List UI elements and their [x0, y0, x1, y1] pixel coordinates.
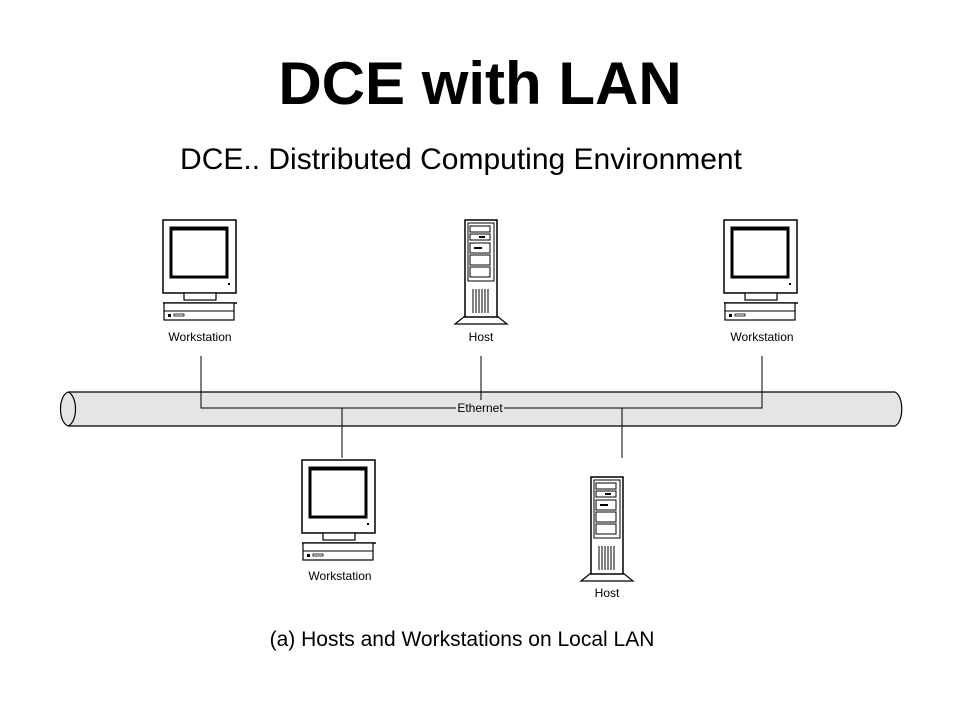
computer-monitor-icon [301, 459, 378, 562]
server-tower-icon [454, 219, 508, 325]
slide-title: DCE with LAN [278, 50, 682, 117]
workstation-node: Workstation [723, 219, 800, 344]
computer-monitor-icon [162, 219, 239, 322]
node-label: Workstation [308, 569, 371, 583]
diagram-caption: (a) Hosts and Workstations on Local LAN [270, 628, 655, 651]
slide-subtitle: DCE.. Distributed Computing Environment [180, 143, 742, 176]
workstation-node: Workstation [162, 219, 239, 344]
node-label: Host [595, 586, 620, 600]
node-label: Workstation [730, 330, 793, 344]
workstation-node: Workstation [301, 459, 378, 583]
host-node: Host [454, 219, 508, 344]
server-tower-icon [580, 476, 634, 582]
node-label: Host [469, 330, 494, 344]
computer-monitor-icon [723, 219, 800, 322]
ethernet-cable-icon [59, 391, 903, 427]
connection-lines [200, 356, 763, 458]
node-label: Workstation [168, 330, 231, 344]
host-node: Host [580, 476, 634, 600]
ethernet-label: Ethernet [457, 401, 503, 415]
